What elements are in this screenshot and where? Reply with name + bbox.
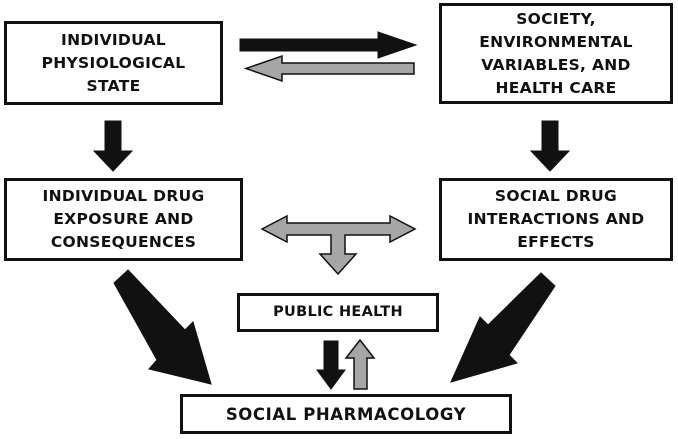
label-individual-drug-exposure: INDIVIDUAL DRUG EXPOSURE AND CONSEQUENCE… bbox=[42, 187, 205, 251]
arrow-t-exposure-interactions-public-health bbox=[260, 214, 417, 276]
arrow-state-to-exposure bbox=[92, 120, 134, 172]
label-social-drug-interactions: SOCIAL DRUG INTERACTIONS AND EFFECTS bbox=[467, 187, 645, 251]
arrow-interactions-to-pharmacology bbox=[450, 272, 556, 383]
arrow-pharmacology-to-public-health bbox=[344, 338, 376, 390]
arrow-public-health-to-pharmacology bbox=[316, 340, 346, 390]
arrow-exposure-to-pharmacology bbox=[113, 269, 212, 385]
box-individual-drug-exposure: INDIVIDUAL DRUG EXPOSURE AND CONSEQUENCE… bbox=[4, 178, 243, 261]
arrow-society-to-interactions bbox=[529, 120, 571, 172]
label-public-health: PUBLIC HEALTH bbox=[273, 304, 403, 320]
label-society-environment-health-care: SOCIETY, ENVIRONMENTAL VARIABLES, AND HE… bbox=[479, 9, 633, 97]
box-social-drug-interactions: SOCIAL DRUG INTERACTIONS AND EFFECTS bbox=[439, 178, 673, 261]
label-social-pharmacology: SOCIAL PHARMACOLOGY bbox=[225, 404, 467, 424]
box-society-environment-health-care: SOCIETY, ENVIRONMENTAL VARIABLES, AND HE… bbox=[439, 3, 673, 104]
box-public-health: PUBLIC HEALTH bbox=[237, 293, 439, 332]
label-individual-physiological-state: INDIVIDUAL PHYSIOLOGICAL STATE bbox=[41, 30, 186, 95]
box-social-pharmacology: SOCIAL PHARMACOLOGY bbox=[180, 394, 512, 434]
arrow-society-to-state bbox=[243, 54, 415, 83]
box-individual-physiological-state: INDIVIDUAL PHYSIOLOGICAL STATE bbox=[4, 21, 223, 105]
arrow-state-to-society bbox=[239, 31, 418, 59]
